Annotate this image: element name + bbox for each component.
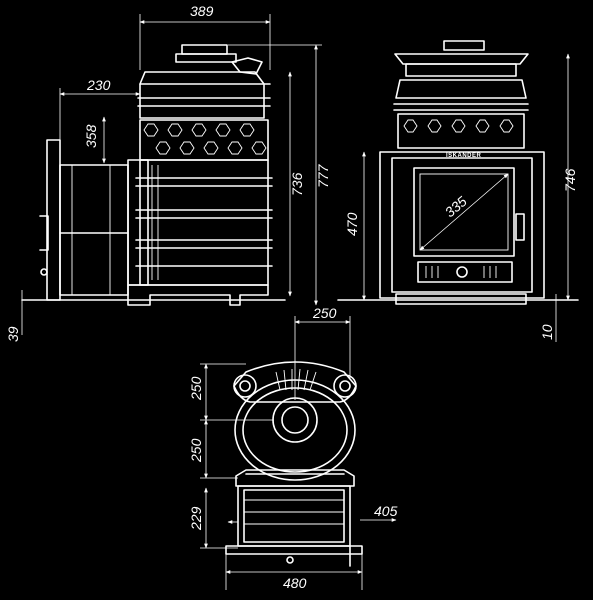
top-view [225,361,363,567]
dim-top-overall-width: 480 [283,575,307,591]
front-view: ISKANDER [337,40,579,305]
dim-top-segment-c: 229 [188,506,204,531]
side-dimensions: 389 230 358 736 777 39 [5,3,331,342]
dim-top-door-width: 405 [374,503,398,519]
dim-side-overall-width: 389 [190,3,214,19]
dim-top-flue-offset: 250 [312,305,337,321]
dim-side-door-height: 358 [83,124,99,148]
top-dimensions: 250 250 250 229 405 480 [188,305,398,591]
dim-side-total-height: 777 [315,163,331,188]
dim-front-base-offset: 10 [539,324,555,340]
dim-side-body-height: 736 [289,172,305,196]
dim-side-door-offset: 230 [86,77,111,93]
dim-top-segment-b: 250 [188,438,204,463]
dim-front-door-height: 470 [344,212,360,236]
side-view [21,44,286,306]
dim-front-total-height: 746 [562,168,578,192]
dim-top-segment-a: 250 [188,376,204,401]
dim-front-glass-diagonal: 335 [442,193,470,220]
dim-side-base-offset: 39 [5,326,21,342]
brand-label: ISKANDER [446,153,482,159]
